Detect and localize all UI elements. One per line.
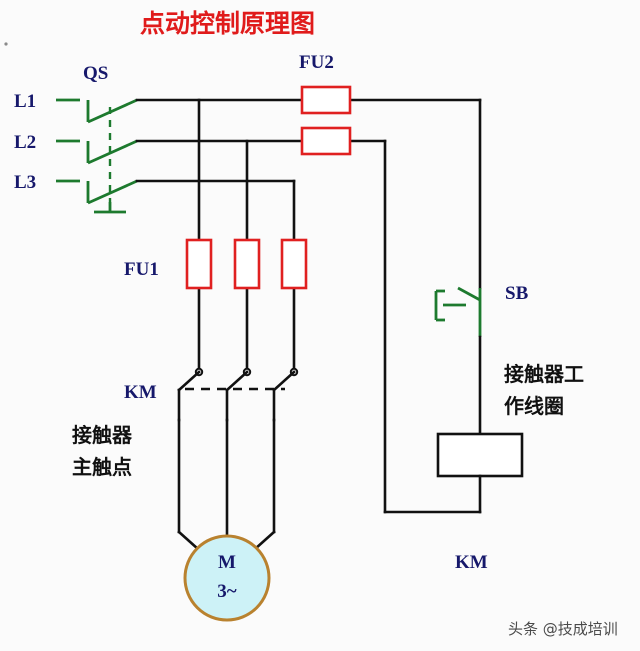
fuse-fu1-3 — [280, 238, 308, 290]
component-label-qs: QS — [83, 63, 108, 84]
km-blade-l1 — [177, 370, 201, 392]
phase-label-l3: L3 — [14, 172, 36, 193]
km-coil-box — [436, 432, 524, 478]
sb-push-button[interactable] — [434, 286, 482, 337]
qs-isolating-switch[interactable] — [56, 98, 138, 214]
km-blade-l2 — [225, 370, 249, 392]
fuse-fu2-1 — [300, 85, 352, 115]
component-label-sb: SB — [505, 283, 529, 304]
qs-blade-l1 — [87, 98, 138, 124]
qs-blade-l2 — [87, 139, 138, 165]
qs-blade-l3 — [87, 179, 138, 205]
km-contacts-annotation-line2: 主触点 — [72, 455, 132, 479]
watermark: 头条 @技成培训 — [508, 620, 618, 638]
km-coil-annotation-line1: 接触器工 — [504, 362, 584, 386]
km-coil-annotation-line2: 作线圈 — [504, 394, 564, 418]
km-contacts-annotation-line1: 接触器 — [72, 423, 133, 447]
km-main-contacts[interactable] — [177, 367, 299, 422]
fuse-fu1-1 — [185, 238, 213, 290]
motor-phase-note: 3~ — [217, 581, 237, 602]
motor-feed-l3-angle — [253, 530, 276, 551]
phase-label-l1: L1 — [14, 91, 36, 112]
km-blade-l3 — [272, 370, 296, 392]
diagram-title: 点动控制原理图 — [140, 9, 315, 38]
fuse-fu2-2 — [300, 126, 352, 156]
phase-label-l2: L2 — [14, 132, 36, 153]
component-label-km-coil: KM — [455, 552, 488, 573]
sb-contact-blade — [457, 286, 481, 302]
motor-symbol: M 3~ — [183, 534, 271, 622]
component-label-fu1: FU1 — [124, 259, 159, 280]
component-label-fu2: FU2 — [299, 52, 334, 73]
fuse-fu1-2 — [233, 238, 261, 290]
component-label-km-contacts: KM — [124, 382, 157, 403]
motor-body — [183, 534, 271, 622]
motor-feed-l1-angle — [177, 530, 200, 551]
motor-letter: M — [218, 552, 236, 573]
image-speck — [4, 42, 8, 46]
